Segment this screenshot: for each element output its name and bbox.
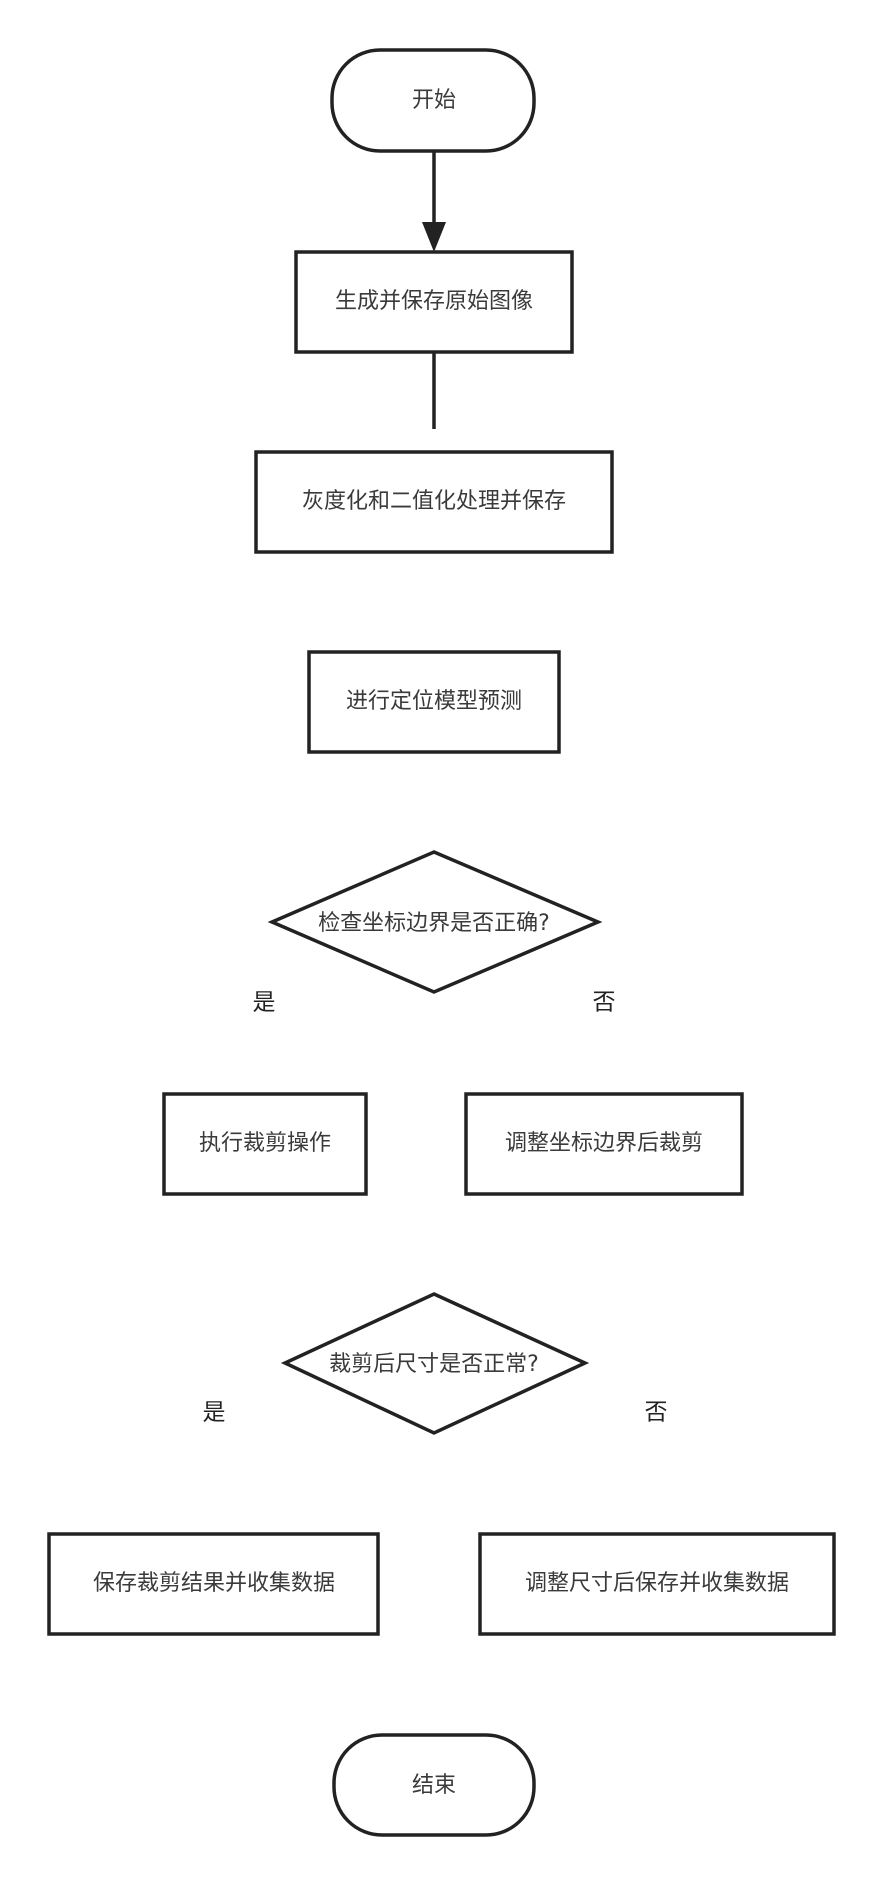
node-check-bounds: 检查坐标边界是否正确?: [267, 850, 603, 994]
node-crop-label: 执行裁剪操作: [199, 1131, 331, 1156]
node-adjust-crop-label: 调整坐标边界后裁剪: [505, 1131, 703, 1156]
node-grayscale-label: 灰度化和二值化处理并保存: [302, 489, 566, 514]
node-check-size: 裁剪后尺寸是否正常?: [280, 1292, 590, 1435]
node-start-label: 开始: [412, 88, 456, 113]
node-end: 结束: [332, 1733, 536, 1837]
node-adjust-save-label: 调整尺寸后保存并收集数据: [525, 1571, 789, 1596]
node-generate: 生成并保存原始图像: [294, 250, 574, 354]
node-start: 开始: [330, 48, 536, 153]
edge-label-bounds-no: 否: [593, 990, 616, 1016]
node-predict-label: 进行定位模型预测: [346, 689, 522, 714]
node-check-size-label: 裁剪后尺寸是否正常?: [329, 1352, 539, 1377]
node-save-collect-label: 保存裁剪结果并收集数据: [93, 1571, 335, 1596]
node-crop: 执行裁剪操作: [162, 1092, 368, 1196]
node-generate-label: 生成并保存原始图像: [335, 289, 533, 314]
node-adjust-crop: 调整坐标边界后裁剪: [464, 1092, 744, 1196]
node-check-bounds-label: 检查坐标边界是否正确?: [318, 911, 550, 936]
node-predict: 进行定位模型预测: [307, 650, 561, 754]
node-grayscale: 灰度化和二值化处理并保存: [254, 450, 614, 554]
edge-label-bounds-yes: 是: [253, 990, 276, 1016]
node-save-collect: 保存裁剪结果并收集数据: [47, 1532, 380, 1636]
edge-label-size-yes: 是: [203, 1400, 226, 1426]
edge-label-size-no: 否: [645, 1400, 668, 1426]
node-adjust-save: 调整尺寸后保存并收集数据: [478, 1532, 836, 1636]
edges: [422, 151, 446, 429]
node-end-label: 结束: [412, 1773, 456, 1798]
arrowhead: [422, 222, 446, 252]
